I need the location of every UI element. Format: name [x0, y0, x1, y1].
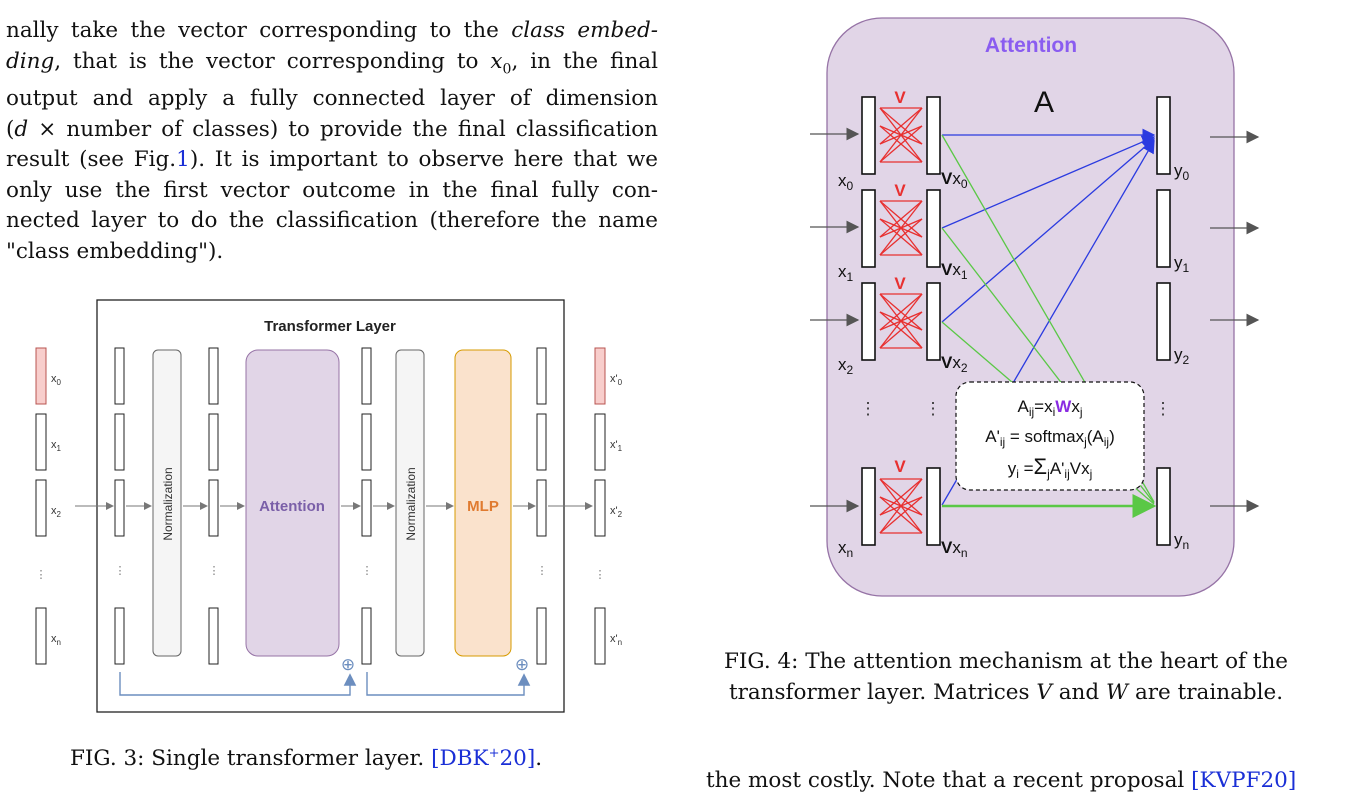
- bottom-text: the most costly. Note that a recent prop…: [706, 768, 1185, 793]
- normalization-block-2: [395, 349, 425, 657]
- fig3-caption: FIG. 3: Single transformer layer. [DBK+2…: [70, 746, 542, 771]
- attention-block: [245, 349, 340, 657]
- vector-column-2: [208, 347, 219, 665]
- input-vector-xn: [35, 607, 47, 665]
- input-label-x0: x0: [51, 373, 62, 387]
- svg-text:⋮: ⋮: [209, 565, 220, 577]
- fig4-caption-line-1: FIG. 4: The attention mechanism at the h…: [724, 649, 1289, 674]
- add-icon-2: ⊕: [515, 655, 529, 674]
- normalization-label-2: Normalization: [404, 467, 418, 540]
- attention-block-label: Attention: [259, 498, 325, 515]
- fig3-caption-text: FIG. 3: Single transformer layer.: [70, 746, 425, 772]
- v-label-0: V: [894, 88, 906, 107]
- output-vector-x0: [594, 347, 606, 405]
- fig4-caption: FIG. 4: The attention mechanism at the h…: [724, 646, 1288, 708]
- input-vector-x1: [35, 413, 47, 471]
- paragraph-line-5: result (see Fig.1). It is important to o…: [6, 147, 658, 173]
- skip-connection-2: [366, 672, 531, 696]
- paragraph-line-6: only use the first vector outcome in the…: [6, 177, 658, 203]
- input-label-x1: x1: [51, 439, 62, 453]
- input-label-x2: x2: [51, 505, 62, 519]
- v-label-2: V: [894, 274, 906, 293]
- mlp-block-label: MLP: [467, 498, 499, 515]
- paragraph-line-1: nally take the vector corresponding to t…: [6, 18, 658, 43]
- svg-text:⋮: ⋮: [362, 565, 373, 577]
- paragraph-line-4: (d × number of classes) to provide the f…: [6, 116, 658, 142]
- row-1: [861, 189, 941, 268]
- bottom-partial-line: the most costly. Note that a recent prop…: [706, 768, 1296, 793]
- input-dots: ⋮: [36, 569, 47, 581]
- paragraph-line-2: ding, that is the vector corresponding t…: [6, 48, 659, 77]
- paragraph-line-3: output and apply a fully connected layer…: [6, 86, 658, 112]
- fig4-caption-line-2: transformer layer. Matrices V and W are …: [728, 680, 1284, 705]
- attention-title: Attention: [985, 34, 1077, 57]
- fig3-caption-end: .: [535, 746, 543, 772]
- normalization-block-1: [152, 349, 182, 657]
- transformer-layer-title: Transformer Layer: [264, 318, 396, 335]
- formula-yi: yi =ΣjA'ijVxj: [1008, 454, 1093, 481]
- paragraph-line-8: "class embedding").: [6, 238, 224, 264]
- row-2: [861, 282, 941, 361]
- body-paragraph: nally take the vector corresponding to t…: [6, 16, 658, 267]
- add-icon-1: ⊕: [341, 655, 355, 674]
- v-matrix-glyphs: [879, 107, 923, 534]
- matrix-a-label: A: [1034, 86, 1054, 119]
- output-label-xn: x'n: [610, 633, 622, 647]
- output-vector-x2: [594, 479, 606, 537]
- row-n: [861, 467, 941, 546]
- fig3-citation-link[interactable]: [DBK+20]: [431, 746, 536, 772]
- formula-aij: Aij=xiWxj: [1017, 397, 1082, 419]
- dots-vx: ⋮: [925, 399, 942, 418]
- fig4-attention-diagram: Attention A V V V V x0 x: [810, 17, 1260, 597]
- input-vector-x2: [35, 479, 47, 537]
- y-vectors: [1156, 96, 1171, 546]
- normalization-label-1: Normalization: [161, 467, 175, 540]
- dots-y: ⋮: [1155, 399, 1172, 418]
- formula-box: [955, 381, 1145, 491]
- v-label-1: V: [894, 181, 906, 200]
- attention-container: [826, 17, 1235, 597]
- output-vector-xn: [594, 607, 606, 665]
- output-dots: ⋮: [595, 569, 606, 581]
- mlp-block: [454, 349, 512, 657]
- fig3-transformer-diagram: Transformer Layer x0 x1 x2 ⋮ xn ⋮ ⋮ ⋮ ⋮ Nor…: [35, 299, 623, 713]
- v-label-n: V: [894, 457, 906, 476]
- output-label-x0: x'0: [610, 373, 623, 387]
- vector-column-4: [536, 347, 547, 665]
- output-label-x2: x'2: [610, 505, 623, 519]
- dots-x: ⋮: [860, 399, 877, 418]
- svg-text:⋮: ⋮: [115, 565, 126, 577]
- paragraph-line-7: nected layer to do the classification (t…: [6, 208, 658, 234]
- input-label-xn: xn: [51, 633, 61, 647]
- input-vector-x0: [35, 347, 47, 405]
- output-label-x1: x'1: [610, 439, 623, 453]
- output-vector-x1: [594, 413, 606, 471]
- row-0: [861, 96, 941, 175]
- vector-column-3: [361, 347, 372, 665]
- svg-text:⋮: ⋮: [537, 565, 548, 577]
- skip-connection-1: [119, 672, 357, 696]
- formula-softmax: A'ij = softmaxj(Aij): [985, 427, 1115, 449]
- vector-column-1: [114, 347, 125, 665]
- bottom-citation-link[interactable]: [KVPF20]: [1191, 768, 1297, 793]
